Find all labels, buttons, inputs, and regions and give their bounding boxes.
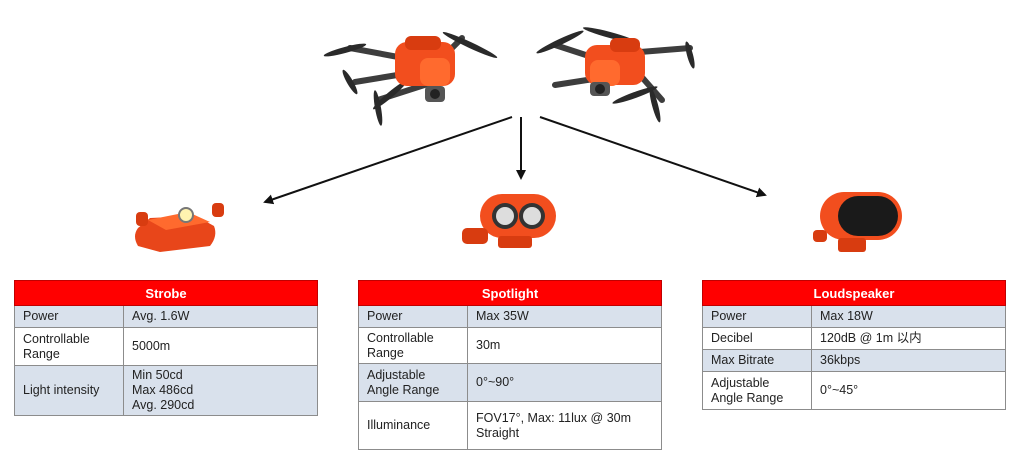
table-row: Power Max 35W bbox=[358, 305, 662, 328]
strobe-icon bbox=[135, 203, 224, 252]
spec-key: Power bbox=[702, 305, 812, 328]
table-row: Illuminance FOV17°, Max: 11lux @ 30m Str… bbox=[358, 401, 662, 450]
table-row: Light intensity Min 50cd Max 486cd Avg. … bbox=[14, 365, 318, 416]
spotlight-spec-table: Spotlight Power Max 35W Controllable Ran… bbox=[358, 280, 662, 450]
loudspeaker-spec-table: Loudspeaker Power Max 18W Decibel 120dB … bbox=[702, 280, 1006, 410]
spec-value: FOV17°, Max: 11lux @ 30m Straight bbox=[467, 401, 662, 450]
table-row: Adjustable Angle Range 0°~90° bbox=[358, 363, 662, 402]
table-row: Controllable Range 30m bbox=[358, 327, 662, 364]
drone-icon bbox=[536, 27, 695, 123]
table-row: Max Bitrate 36kbps bbox=[702, 349, 1006, 372]
spec-key: Controllable Range bbox=[358, 327, 468, 364]
table-row: Decibel 120dB @ 1m 以内 bbox=[702, 327, 1006, 350]
spec-value: 0°~90° bbox=[467, 363, 662, 402]
table-row: Adjustable Angle Range 0°~45° bbox=[702, 371, 1006, 410]
table-row: Controllable Range 5000m bbox=[14, 327, 318, 366]
table-title: Spotlight bbox=[358, 280, 662, 306]
spec-key: Decibel bbox=[702, 327, 812, 350]
spec-key: Max Bitrate bbox=[702, 349, 812, 372]
arrow-icon bbox=[539, 116, 767, 198]
table-row: Power Max 18W bbox=[702, 305, 1006, 328]
spec-key: Adjustable Angle Range bbox=[702, 371, 812, 410]
spec-key: Light intensity bbox=[14, 365, 124, 416]
loudspeaker-icon bbox=[813, 192, 902, 252]
spec-key: Power bbox=[14, 305, 124, 328]
spec-value: 0°~45° bbox=[811, 371, 1006, 410]
strobe-spec-table: Strobe Power Avg. 1.6W Controllable Rang… bbox=[14, 280, 318, 416]
arrow-icon bbox=[263, 116, 513, 205]
table-title: Loudspeaker bbox=[702, 280, 1006, 306]
spec-key: Controllable Range bbox=[14, 327, 124, 366]
spec-value: Min 50cd Max 486cd Avg. 290cd bbox=[123, 365, 318, 416]
spec-value: Avg. 1.6W bbox=[123, 305, 318, 328]
spec-value: 120dB @ 1m 以内 bbox=[811, 327, 1006, 350]
spotlight-icon bbox=[462, 194, 556, 248]
spec-value: 5000m bbox=[123, 327, 318, 366]
spec-key: Power bbox=[358, 305, 468, 328]
spec-value: Max 18W bbox=[811, 305, 1006, 328]
spec-value: 30m bbox=[467, 327, 662, 364]
table-row: Power Avg. 1.6W bbox=[14, 305, 318, 328]
spec-key: Adjustable Angle Range bbox=[358, 363, 468, 402]
spec-value: 36kbps bbox=[811, 349, 1006, 372]
spec-key: Illuminance bbox=[358, 401, 468, 450]
table-title: Strobe bbox=[14, 280, 318, 306]
spec-value: Max 35W bbox=[467, 305, 662, 328]
drone-icon bbox=[323, 32, 498, 126]
